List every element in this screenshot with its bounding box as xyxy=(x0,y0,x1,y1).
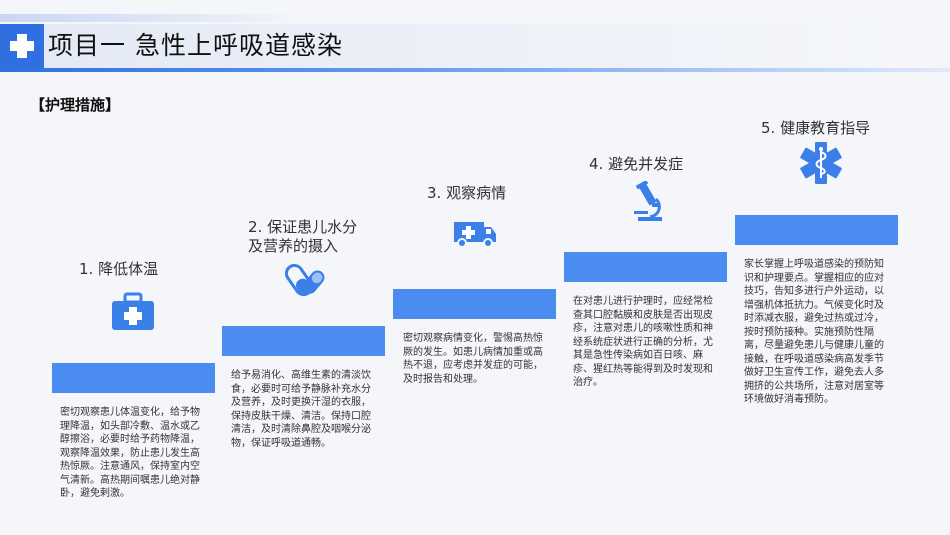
page-title: 项目一 急性上呼吸道感染 xyxy=(48,31,343,60)
step-2-title-line-2: 及营养的摄入 xyxy=(248,237,339,255)
step-3-title: 3. 观察病情 xyxy=(427,184,507,202)
step-2-title-line-1: 2. 保证患儿水分 xyxy=(248,218,358,236)
step-3-bar xyxy=(393,289,556,319)
top-accent-bar xyxy=(0,14,300,22)
step-4-bar xyxy=(564,252,727,282)
first-aid-kit-icon xyxy=(110,292,156,336)
header-underline xyxy=(0,68,950,72)
step-5-description: 家长掌握上呼吸道感染的预防知识和护理要点。掌握相应的应对技巧，告知多进行户外运动… xyxy=(744,259,884,405)
star-of-life-icon xyxy=(798,140,844,190)
capsule-pill-icon xyxy=(284,258,329,306)
microscope-icon xyxy=(632,179,666,227)
step-2-description: 给予易消化、高维生素的清淡饮食，必要时可给予静脉补充水分及营养，及时更换汗湿的衣… xyxy=(231,370,371,449)
step-4-description: 在对患儿进行护理时，应经常检查其口腔黏膜和皮肤是否出现皮疹，注意对患儿的咳嗽性质… xyxy=(573,296,713,388)
header-band xyxy=(0,24,900,68)
step-3-description: 密切观察病情变化，警惕高热惊厥的发生。如患儿病情加重或高热不退，应考虑并发症的可… xyxy=(403,333,543,385)
step-5-title: 5. 健康教育指导 xyxy=(761,119,871,137)
step-2-bar xyxy=(222,326,385,356)
step-1-bar xyxy=(52,363,215,393)
step-5-bar xyxy=(735,215,898,245)
medical-cross-icon xyxy=(0,24,44,68)
step-1-title: 1. 降低体温 xyxy=(79,260,159,278)
section-label: 【护理措施】 xyxy=(30,96,121,114)
step-1-description: 密切观察患儿体温变化，给予物理降温，如头部冷敷、温水或乙醇擦浴，必要时给予药物降… xyxy=(60,407,200,499)
ambulance-icon xyxy=(452,218,498,252)
step-4-title: 4. 避免并发症 xyxy=(589,155,684,173)
